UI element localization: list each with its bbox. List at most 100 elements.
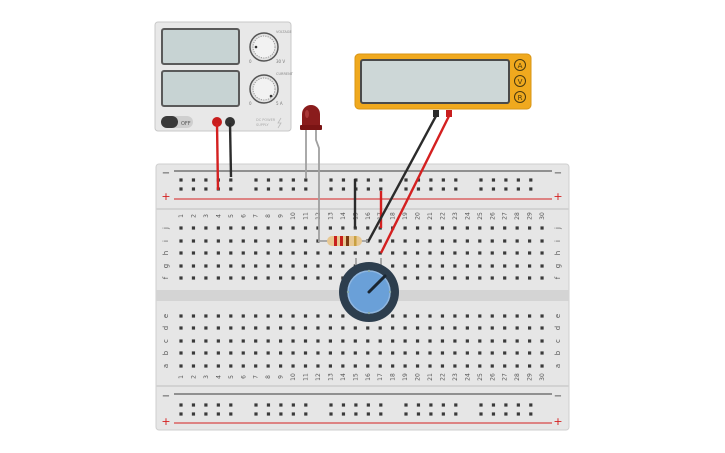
terminal-hole[interactable] bbox=[490, 326, 494, 330]
terminal-hole[interactable] bbox=[490, 264, 494, 268]
multimeter-probe-red[interactable] bbox=[446, 110, 452, 117]
rail-hole[interactable] bbox=[179, 187, 183, 191]
terminal-hole[interactable] bbox=[391, 364, 395, 368]
terminal-hole[interactable] bbox=[391, 314, 395, 318]
rail-hole[interactable] bbox=[516, 187, 520, 191]
rail-hole[interactable] bbox=[429, 187, 433, 191]
terminal-hole[interactable] bbox=[328, 351, 332, 355]
terminal-hole[interactable] bbox=[403, 264, 407, 268]
mode-resistance-button[interactable] bbox=[514, 91, 526, 103]
terminal-hole[interactable] bbox=[353, 364, 357, 368]
terminal-hole[interactable] bbox=[403, 364, 407, 368]
terminal-hole[interactable] bbox=[528, 326, 532, 330]
rail-hole[interactable] bbox=[179, 412, 183, 416]
terminal-hole[interactable] bbox=[440, 351, 445, 355]
terminal-hole[interactable] bbox=[540, 239, 544, 243]
terminal-hole[interactable] bbox=[391, 351, 395, 355]
terminal-hole[interactable] bbox=[490, 226, 494, 230]
terminal-hole[interactable] bbox=[528, 251, 532, 255]
rail-hole[interactable] bbox=[491, 403, 496, 407]
terminal-hole[interactable] bbox=[241, 276, 245, 280]
terminal-hole[interactable] bbox=[179, 326, 183, 330]
rail-hole[interactable] bbox=[416, 412, 421, 416]
terminal-hole[interactable] bbox=[490, 339, 494, 343]
rail-hole[interactable] bbox=[504, 403, 508, 407]
terminal-hole[interactable] bbox=[515, 264, 519, 268]
terminal-hole[interactable] bbox=[478, 276, 482, 280]
terminal-hole[interactable] bbox=[503, 239, 507, 243]
terminal-hole[interactable] bbox=[465, 239, 469, 243]
terminal-hole[interactable] bbox=[503, 351, 507, 355]
terminal-hole[interactable] bbox=[440, 264, 445, 268]
rail-hole[interactable] bbox=[254, 412, 258, 416]
rail-hole[interactable] bbox=[191, 178, 196, 182]
rail-hole[interactable] bbox=[479, 412, 483, 416]
terminal-hole[interactable] bbox=[191, 226, 196, 230]
terminal-hole[interactable] bbox=[528, 226, 532, 230]
terminal-hole[interactable] bbox=[254, 364, 258, 368]
terminal-hole[interactable] bbox=[179, 251, 183, 255]
terminal-hole[interactable] bbox=[415, 226, 420, 230]
terminal-hole[interactable] bbox=[328, 264, 332, 268]
potentiometer[interactable] bbox=[339, 258, 399, 322]
terminal-hole[interactable] bbox=[204, 339, 208, 343]
terminal-hole[interactable] bbox=[503, 264, 507, 268]
terminal-hole[interactable] bbox=[328, 276, 332, 280]
rail-hole[interactable] bbox=[216, 403, 220, 407]
rail-hole[interactable] bbox=[404, 178, 408, 182]
terminal-hole[interactable] bbox=[291, 314, 295, 318]
rail-hole[interactable] bbox=[254, 403, 258, 407]
terminal-hole[interactable] bbox=[341, 339, 345, 343]
terminal-hole[interactable] bbox=[341, 264, 345, 268]
terminal-hole[interactable] bbox=[291, 251, 295, 255]
terminal-hole[interactable] bbox=[415, 339, 420, 343]
rail-hole[interactable] bbox=[279, 412, 283, 416]
terminal-hole[interactable] bbox=[428, 339, 432, 343]
terminal-hole[interactable] bbox=[328, 364, 332, 368]
rail-hole[interactable] bbox=[379, 187, 383, 191]
terminal-hole[interactable] bbox=[316, 264, 320, 268]
terminal-hole[interactable] bbox=[366, 251, 370, 255]
terminal-hole[interactable] bbox=[378, 364, 382, 368]
rail-hole[interactable] bbox=[491, 412, 496, 416]
terminal-hole[interactable] bbox=[453, 339, 457, 343]
terminal-hole[interactable] bbox=[216, 326, 220, 330]
terminal-hole[interactable] bbox=[378, 339, 382, 343]
terminal-hole[interactable] bbox=[440, 339, 445, 343]
terminal-hole[interactable] bbox=[515, 364, 519, 368]
rail-hole[interactable] bbox=[279, 187, 283, 191]
terminal-hole[interactable] bbox=[453, 351, 457, 355]
terminal-hole[interactable] bbox=[403, 326, 407, 330]
terminal-hole[interactable] bbox=[453, 251, 457, 255]
terminal-hole[interactable] bbox=[515, 339, 519, 343]
terminal-hole[interactable] bbox=[316, 351, 320, 355]
terminal-hole[interactable] bbox=[428, 239, 432, 243]
terminal-hole[interactable] bbox=[341, 251, 345, 255]
rail-hole[interactable] bbox=[516, 412, 520, 416]
rail-hole[interactable] bbox=[404, 187, 408, 191]
rail-hole[interactable] bbox=[204, 187, 208, 191]
terminal-hole[interactable] bbox=[316, 226, 320, 230]
terminal-hole[interactable] bbox=[204, 264, 208, 268]
terminal-hole[interactable] bbox=[503, 251, 507, 255]
rail-hole[interactable] bbox=[529, 187, 533, 191]
terminal-hole[interactable] bbox=[391, 339, 395, 343]
terminal-hole[interactable] bbox=[303, 314, 308, 318]
rail-hole[interactable] bbox=[279, 178, 283, 182]
led-bulb[interactable] bbox=[302, 105, 320, 126]
terminal-hole[interactable] bbox=[540, 351, 544, 355]
wire-supply-positive[interactable] bbox=[215, 122, 220, 191]
terminal-hole[interactable] bbox=[279, 326, 283, 330]
terminal-hole[interactable] bbox=[254, 351, 258, 355]
terminal-hole[interactable] bbox=[428, 364, 432, 368]
rail-hole[interactable] bbox=[529, 412, 533, 416]
terminal-hole[interactable] bbox=[453, 276, 457, 280]
terminal-hole[interactable] bbox=[191, 351, 196, 355]
terminal-hole[interactable] bbox=[515, 276, 519, 280]
terminal-hole[interactable] bbox=[515, 314, 519, 318]
terminal-hole[interactable] bbox=[341, 351, 345, 355]
terminal-hole[interactable] bbox=[540, 314, 544, 318]
rail-hole[interactable] bbox=[516, 403, 520, 407]
terminal-hole[interactable] bbox=[179, 314, 183, 318]
